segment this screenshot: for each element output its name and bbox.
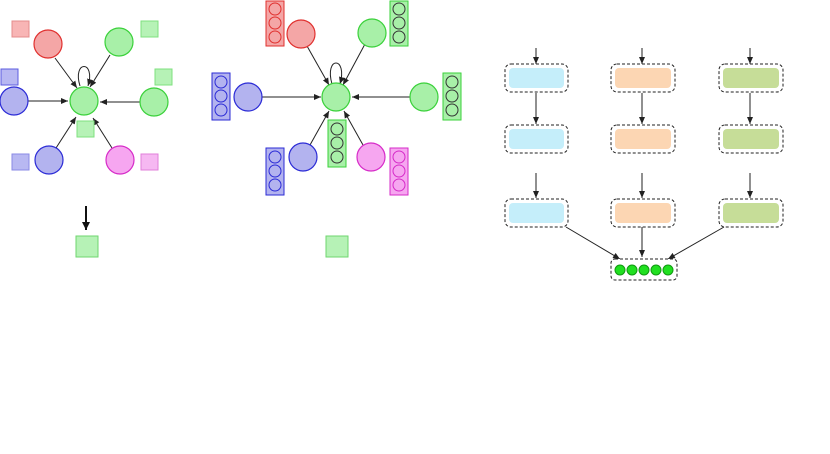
output-node-icon	[626, 264, 638, 276]
circle-node-icon	[233, 82, 263, 112]
rounded-box-icon	[504, 63, 569, 93]
lane-arrows	[533, 48, 753, 260]
rounded-box-icon	[504, 124, 569, 154]
panel-parallel-lanes	[504, 48, 784, 281]
center-node-icon	[69, 86, 99, 116]
vector-stack-icon	[265, 147, 285, 196]
edge-green-top-to-center	[89, 54, 111, 88]
circle-node-icon	[286, 19, 316, 49]
edge-blue-bottom-to-center	[55, 116, 77, 149]
merge-arrow	[565, 226, 621, 260]
rounded-box-icon	[504, 198, 569, 228]
rounded-box-icon	[718, 63, 784, 93]
edge-blue-bottom-to-center	[309, 110, 330, 146]
panel1-edges	[28, 54, 140, 230]
feature-square-icon	[76, 120, 95, 138]
feature-square-icon	[0, 68, 19, 86]
rounded-box-icon	[610, 198, 676, 228]
feature-square-icon	[11, 153, 30, 171]
vector-stack-icon	[389, 147, 409, 196]
circle-node-icon	[357, 18, 387, 48]
edge-pink-to-center	[92, 117, 113, 149]
output-node-icon	[614, 264, 626, 276]
rounded-box-icon	[610, 63, 676, 93]
feature-square-icon	[154, 68, 173, 86]
output-node-icon	[638, 264, 650, 276]
circle-node-icon	[0, 86, 29, 116]
output-feature-square-icon	[75, 235, 99, 258]
edge-pink-to-center	[343, 110, 364, 146]
edge-red-to-center	[306, 45, 330, 86]
output-node-icon	[650, 264, 662, 276]
edge-green-top-to-center	[342, 43, 366, 86]
feature-square-icon	[140, 20, 159, 38]
rounded-box-icon	[718, 198, 784, 228]
vector-stack-icon	[211, 72, 231, 121]
edge-red-to-center	[54, 57, 78, 89]
panel-graph-with-vectors	[211, 0, 462, 258]
feature-square-icon	[140, 153, 159, 171]
output-vector	[610, 258, 678, 281]
merge-arrow	[667, 226, 725, 260]
output-feature-square-icon	[325, 235, 349, 258]
vector-stack-icon	[389, 0, 409, 47]
panel-graph-with-features	[0, 20, 173, 258]
circle-node-icon	[33, 29, 63, 59]
circle-node-icon	[356, 142, 386, 172]
feature-square-icon	[11, 20, 30, 38]
rounded-box-icon	[718, 124, 784, 154]
circle-node-icon	[288, 142, 318, 172]
output-node-icon	[662, 264, 674, 276]
circle-node-icon	[105, 145, 135, 175]
vector-stack-icon	[442, 72, 462, 121]
vector-stack-icon	[265, 0, 285, 47]
panel2-edges	[262, 43, 410, 146]
circle-node-icon	[34, 145, 64, 175]
circle-node-icon	[139, 87, 169, 117]
self-loop-icon	[77, 66, 93, 87]
circle-node-icon	[409, 82, 439, 112]
rounded-box-icon	[610, 124, 676, 154]
circle-node-icon	[104, 27, 134, 57]
vector-stack-icon	[327, 119, 347, 168]
self-loop-icon	[329, 62, 345, 85]
center-node-icon	[321, 82, 351, 112]
